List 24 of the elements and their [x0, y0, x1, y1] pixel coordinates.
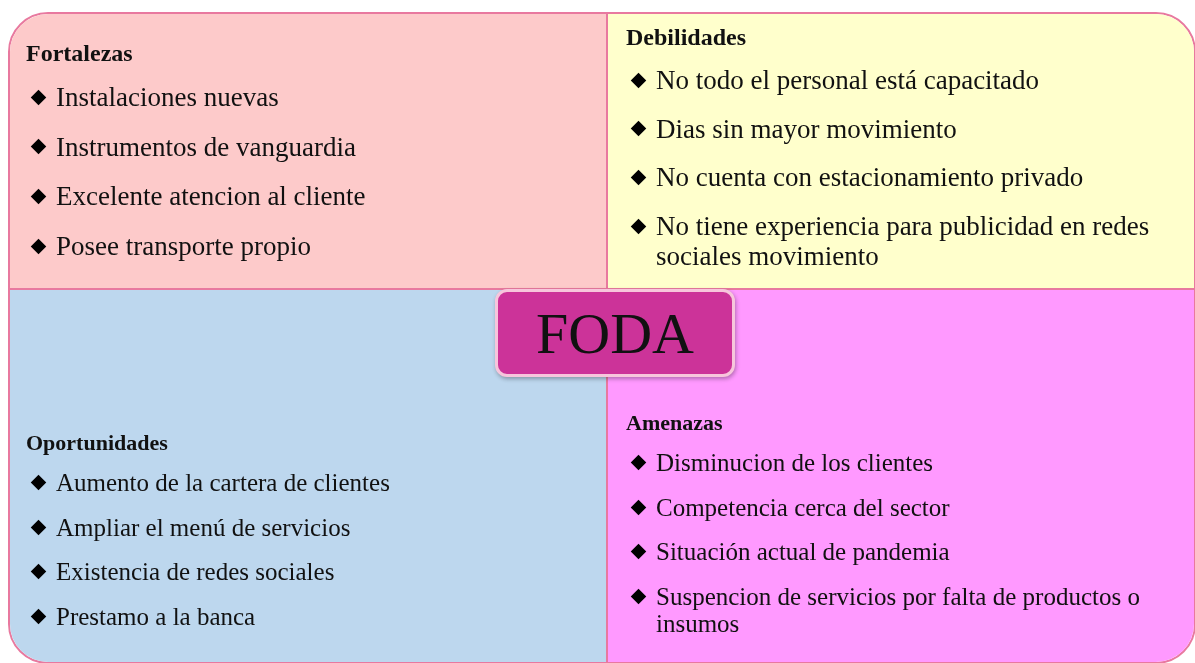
- section-heading: Debilidades: [626, 24, 748, 51]
- list-item: Instrumentos de vanguardia: [26, 132, 592, 163]
- list-item: Dias sin mayor movimiento: [626, 114, 1180, 145]
- list-item: Posee transporte propio: [26, 232, 592, 262]
- list-item: Situación actual de pandemia: [626, 538, 1180, 566]
- list-item: No todo el personal está capacitado: [626, 66, 1180, 96]
- list-item: Excelente atencion al cliente: [26, 182, 592, 213]
- title-text: FODA: [536, 299, 694, 367]
- list-item: Instalaciones nuevas: [26, 83, 592, 113]
- list-item: Suspencion de servicios por falta de productos o insumos: [626, 582, 1180, 638]
- list-item: Ampliar el menú de servicios: [26, 513, 592, 541]
- list-item: Aumento de la cartera de clientes: [26, 469, 592, 497]
- list-item: No tiene experiencia para publicidad en redes sociales movimiento: [626, 212, 1180, 272]
- list-item: Prestamo a la banca: [26, 602, 592, 630]
- section-heading: Amenazas: [626, 410, 724, 436]
- list-item: No cuenta con estacionamiento privado: [626, 163, 1180, 194]
- section-heading: Fortalezas: [26, 40, 134, 67]
- quadrant-panel: [10, 14, 608, 290]
- quadrant-panel: [608, 14, 1194, 290]
- list-item: Competencia cerca del sector: [626, 493, 1180, 521]
- section-heading: Oportunidades: [26, 430, 169, 456]
- list-item: Disminucion de los clientes: [626, 449, 1180, 477]
- title-box: [495, 289, 735, 377]
- list-item: Existencia de redes sociales: [26, 558, 592, 586]
